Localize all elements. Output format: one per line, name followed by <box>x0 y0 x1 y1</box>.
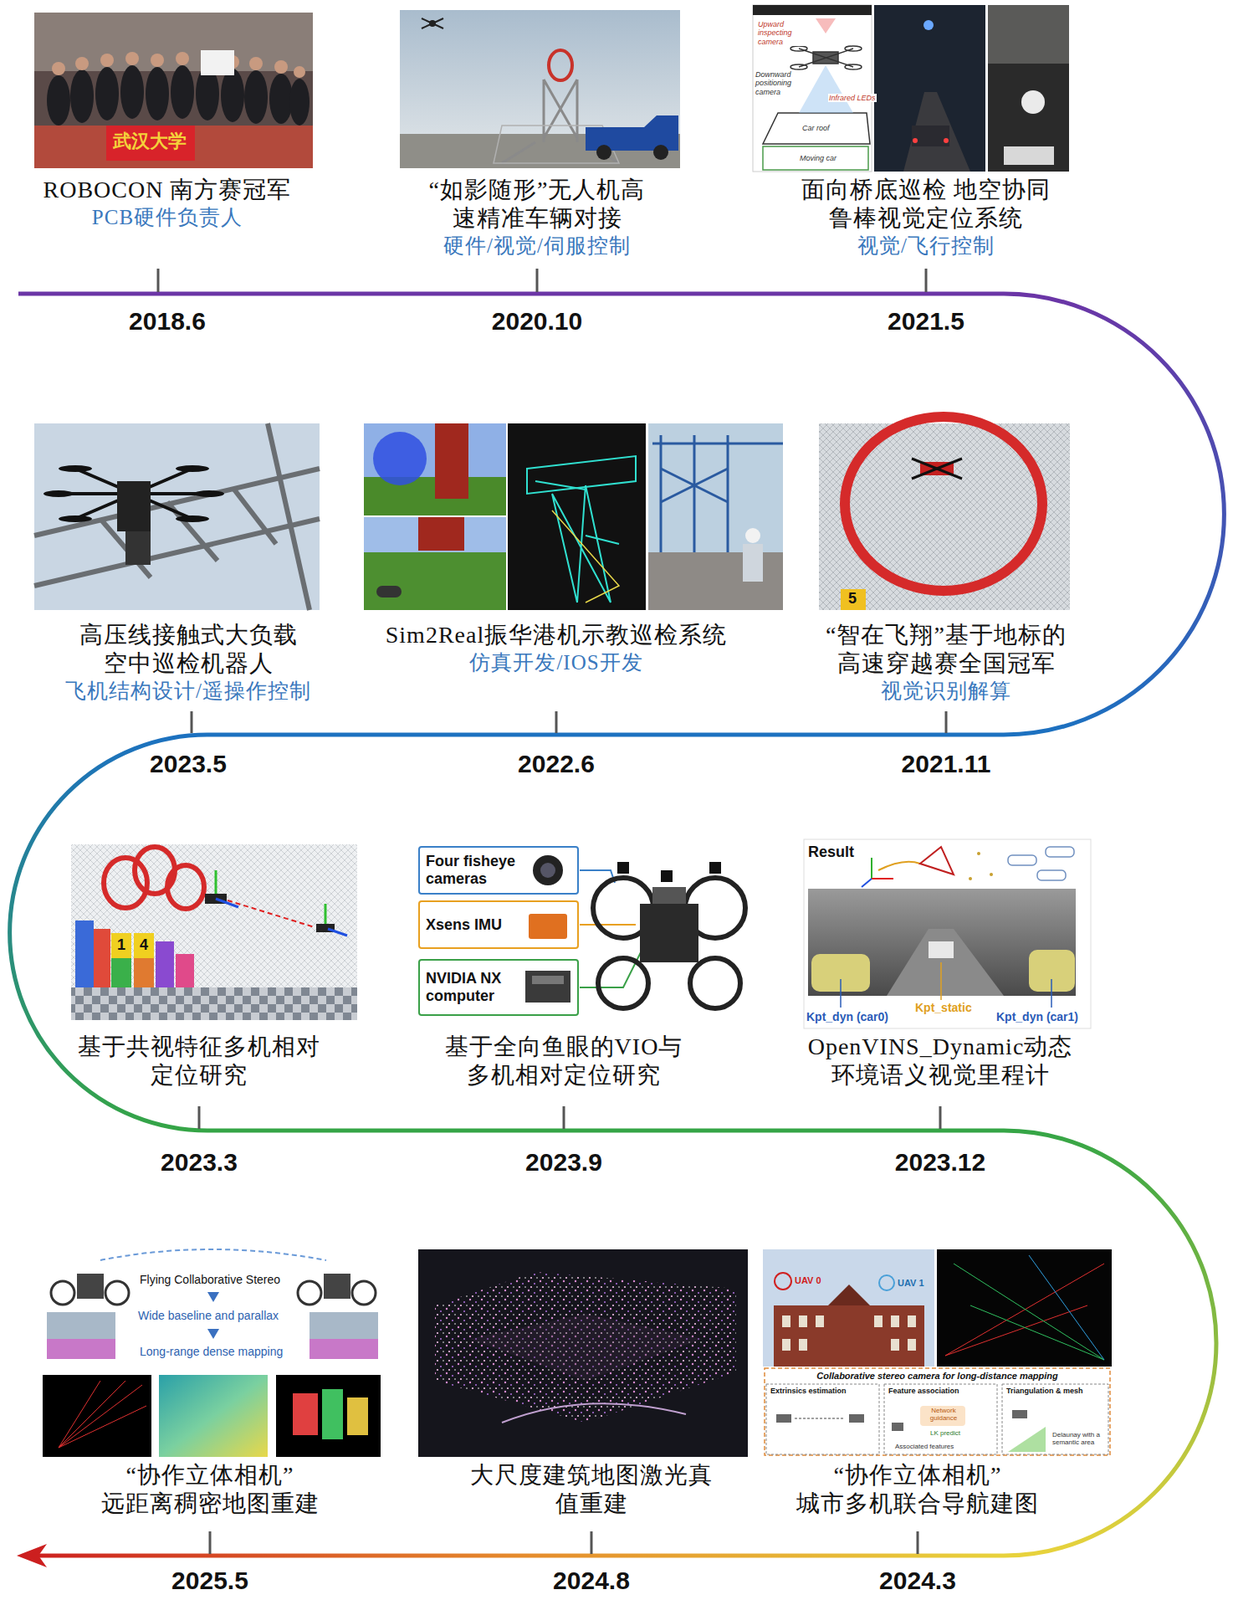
milestone-title: ROBOCON 南方赛冠军 <box>0 175 335 205</box>
component-label: Xsens IMU <box>419 911 531 938</box>
timeline-milestone: “协作立体相机” 城市多机联合导航建图 2024.3 <box>725 1460 1111 1597</box>
milestone-title: “协作立体相机” 远距离稠密地图重建 <box>42 1460 378 1518</box>
photo-label: Triangulation & mesh <box>1006 1386 1084 1395</box>
photo-label: UAV 1 <box>897 1277 925 1289</box>
date-label: 2022.6 <box>363 749 749 778</box>
dynamic-vio-figure <box>803 839 1091 1029</box>
role-label: PCB硬件负责人 <box>0 204 360 231</box>
photo-label: Extrinsics estimation <box>770 1386 847 1395</box>
milestone-title: 高压线接触式大负载 空中巡检机器人 <box>20 620 356 678</box>
milestone-title: 基于共视特征多机相对 定位研究 <box>40 1032 359 1090</box>
collaborative-stereo-figure <box>42 1248 381 1457</box>
photo-label: Car roof <box>801 123 831 133</box>
date-label: 2023.12 <box>747 1147 1133 1177</box>
date-label: 2021.5 <box>733 306 1119 336</box>
relative-localization-photo <box>71 844 358 1020</box>
role-label: 硬件/视觉/伺服控制 <box>344 232 730 260</box>
photo-label: Infrared LEDs <box>828 93 877 103</box>
date-label: 2024.3 <box>725 1565 1111 1595</box>
photo-label: UAV 0 <box>794 1274 822 1286</box>
date-label: 2021.11 <box>753 749 1139 778</box>
photo-label: Collaborative stereo camera for long-dis… <box>766 1370 1109 1382</box>
photo-label: Long-range dense mapping <box>138 1344 284 1358</box>
photo-label: Result <box>808 843 855 861</box>
date-label: 2024.8 <box>399 1565 784 1595</box>
timeline-line <box>10 293 1225 1556</box>
photo-label: 武汉大学 <box>112 130 187 152</box>
date-label: 2025.5 <box>17 1565 403 1595</box>
photo-label: Wide baseline and parallax <box>137 1308 280 1322</box>
photo-label: Network guidance <box>923 1406 964 1422</box>
photo-label: 4 <box>139 936 149 954</box>
ring-traversal-photo <box>818 416 1070 610</box>
timeline-milestone: ROBOCON 南方赛冠军PCB硬件负责人 2018.6 <box>0 175 360 338</box>
timeline-milestone: “智在飞翔”基于地标的 高速穿越赛全国冠军视觉识别解算 2021.11 <box>753 620 1139 780</box>
milestone-title: 面向桥底巡检 地空协同 鲁棒视觉定位系统 <box>758 175 1094 233</box>
component-box: Four fisheye cameras <box>418 845 579 895</box>
component-box: NVIDIA NX computer <box>418 958 579 1016</box>
date-label: 2018.6 <box>0 306 360 336</box>
photo-label: Kpt_static <box>914 1000 973 1014</box>
timeline-arrowhead <box>16 1543 47 1567</box>
timeline-milestone: 基于全向鱼眼的VIO与 多机相对定位研究 2023.9 <box>371 1032 757 1178</box>
docking-photo <box>399 10 681 169</box>
photo-label: LK predict <box>930 1428 961 1437</box>
photo-label: Moving car <box>798 153 838 163</box>
component-box: Xsens IMU <box>418 900 579 949</box>
milestone-title: 基于全向鱼眼的VIO与 多机相对定位研究 <box>396 1032 732 1090</box>
milestone-title: “如影随形”无人机高 速精准车辆对接 <box>369 175 705 233</box>
milestone-title: Sim2Real振华港机示教巡检系统 <box>372 620 741 650</box>
timeline-milestone: 面向桥底巡检 地空协同 鲁棒视觉定位系统视觉/飞行控制 2021.5 <box>733 175 1119 338</box>
photo-label: Kpt_dyn (car0) <box>805 1009 890 1024</box>
powerline-robot-photo <box>34 423 320 610</box>
role-label: 视觉/飞行控制 <box>733 232 1119 260</box>
role-label: 飞机结构设计/遥操作控制 <box>0 677 381 705</box>
milestone-title: “协作立体相机” 城市多机联合导航建图 <box>750 1460 1085 1518</box>
timeline-milestone: “如影随形”无人机高 速精准车辆对接硬件/视觉/伺服控制 2020.10 <box>344 175 730 338</box>
timeline-milestone: “协作立体相机” 远距离稠密地图重建 2025.5 <box>17 1460 403 1597</box>
photo-label: Associated features <box>895 1442 954 1450</box>
urban-mapping-figure <box>762 1248 1112 1455</box>
team-photo <box>34 12 313 169</box>
fisheye-drone-figure <box>525 854 746 1008</box>
date-label: 2020.10 <box>344 306 730 336</box>
component-label: NVIDIA NX computer <box>419 965 531 1009</box>
role-label: 仿真开发/IOS开发 <box>363 649 749 676</box>
date-label: 2023.3 <box>6 1147 392 1177</box>
date-label: 2023.9 <box>371 1147 757 1177</box>
milestone-title: OpenVINS_Dynamic动态 环境语义视觉里程计 <box>772 1032 1108 1090</box>
date-label: 2023.5 <box>0 749 381 778</box>
milestone-title: 大尺度建筑地图激光真 值重建 <box>453 1460 730 1518</box>
timeline-milestone: 大尺度建筑地图激光真 值重建 2024.8 <box>399 1460 784 1597</box>
sim2real-photos <box>363 423 783 610</box>
milestone-title: “智在飞翔”基于地标的 高速穿越赛全国冠军 <box>778 620 1114 678</box>
photo-label: Kpt_dyn (car1) <box>995 1009 1080 1024</box>
timeline-milestone: 高压线接触式大负载 空中巡检机器人飞机结构设计/遥操作控制 2023.5 <box>0 620 381 780</box>
photo-label: Downward positioning camera <box>754 70 797 97</box>
photo-label: Flying Collaborative Stereo <box>138 1272 282 1286</box>
photo-label: Feature association <box>888 1386 960 1395</box>
photo-label: 1 <box>117 936 126 954</box>
timeline-milestone: Sim2Real振华港机示教巡检系统仿真开发/IOS开发 2022.6 <box>363 620 749 780</box>
photo-label: Upward inspecting camera <box>757 20 814 47</box>
bridge-inspection-photos <box>752 5 1070 172</box>
photo-label: 5 <box>848 589 857 608</box>
role-label: 视觉识别解算 <box>753 677 1139 705</box>
component-label: Four fisheye cameras <box>419 848 531 892</box>
laser-map-figure <box>418 1248 748 1457</box>
timeline-milestone: OpenVINS_Dynamic动态 环境语义视觉里程计 2023.12 <box>747 1032 1133 1178</box>
photo-label: Delaunay with a semantic area <box>1052 1430 1106 1446</box>
timeline-milestone: 基于共视特征多机相对 定位研究 2023.3 <box>6 1032 392 1178</box>
